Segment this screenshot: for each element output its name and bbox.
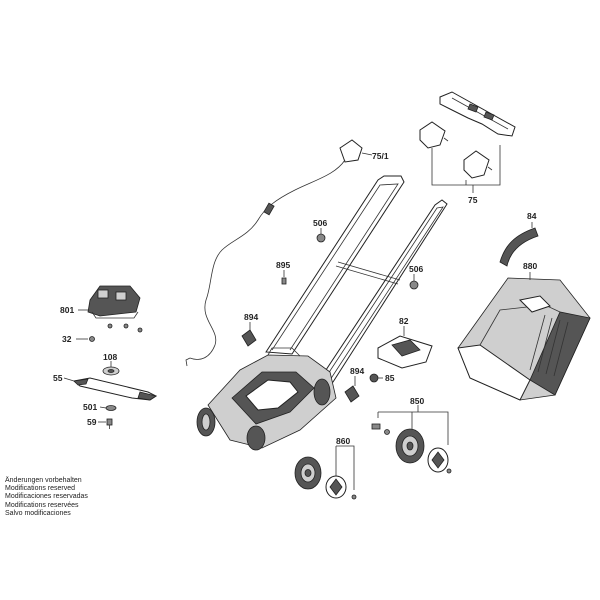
axle-bushing-850 bbox=[371, 423, 390, 435]
hubcap-860 bbox=[325, 475, 347, 499]
screw-motor-a bbox=[107, 323, 113, 329]
label-506-lower: 506 bbox=[409, 264, 423, 274]
power-cable bbox=[189, 159, 346, 360]
bolt-59 bbox=[106, 418, 113, 429]
screw-motor-b bbox=[123, 323, 129, 329]
notice-line: Änderungen vorbehalten bbox=[5, 477, 82, 484]
label-895: 895 bbox=[276, 260, 290, 270]
hubcap-850 bbox=[427, 447, 449, 473]
lever-894-left bbox=[241, 329, 257, 347]
grass-catcher bbox=[457, 277, 591, 401]
label-801: 801 bbox=[60, 305, 74, 315]
label-84: 84 bbox=[527, 211, 537, 221]
label-75-1: 75/1 bbox=[372, 151, 389, 161]
notice-line: Modifications reserved bbox=[5, 485, 76, 493]
screw-motor-c bbox=[137, 327, 143, 333]
modifications-notice: Änderungen vorbehalten Modifications res… bbox=[5, 477, 88, 518]
front-wheel bbox=[246, 425, 266, 451]
label-32: 32 bbox=[62, 334, 72, 344]
label-108: 108 bbox=[103, 352, 117, 362]
knob-85 bbox=[369, 373, 379, 383]
label-75: 75 bbox=[468, 195, 478, 205]
fill-indicator bbox=[499, 227, 539, 267]
motor-801 bbox=[87, 285, 141, 319]
pin-895 bbox=[281, 277, 287, 285]
screw-850 bbox=[446, 468, 452, 474]
label-506-upper: 506 bbox=[313, 218, 327, 228]
label-85: 85 bbox=[385, 373, 395, 383]
mower-housing bbox=[207, 347, 337, 449]
rear-wheel-850 bbox=[395, 428, 425, 464]
fan-108 bbox=[102, 366, 120, 376]
notice-line: Modifications reservées bbox=[5, 501, 79, 509]
lever-894-right bbox=[344, 385, 360, 403]
label-501: 501 bbox=[83, 402, 97, 412]
label-59: 59 bbox=[87, 417, 97, 427]
screw-506-upper bbox=[316, 228, 326, 243]
rear-wheel-right bbox=[313, 378, 331, 406]
cable-clip bbox=[263, 202, 275, 216]
screw-32 bbox=[89, 336, 95, 342]
handle-clamp-right bbox=[463, 150, 490, 179]
label-850: 850 bbox=[410, 396, 424, 406]
label-82: 82 bbox=[399, 316, 409, 326]
notice-line: Salvo modificaciones bbox=[5, 509, 71, 517]
front-wheel-860 bbox=[294, 456, 322, 490]
washer-501 bbox=[105, 405, 117, 411]
notice-line: Modificaciones reservadas bbox=[5, 493, 88, 501]
label-894-right: 894 bbox=[350, 366, 364, 376]
label-55: 55 bbox=[53, 373, 63, 383]
label-880: 880 bbox=[523, 261, 537, 271]
blade-55 bbox=[72, 377, 157, 401]
screw-506-lower bbox=[409, 274, 419, 290]
handle-control-bar bbox=[439, 91, 516, 137]
cover-82 bbox=[377, 335, 433, 369]
handle-clamp-left bbox=[419, 121, 446, 149]
rear-wheel-left bbox=[196, 407, 216, 437]
screw-860 bbox=[351, 494, 357, 500]
switch-box bbox=[339, 139, 373, 163]
label-894-left: 894 bbox=[244, 312, 258, 322]
label-860: 860 bbox=[336, 436, 350, 446]
